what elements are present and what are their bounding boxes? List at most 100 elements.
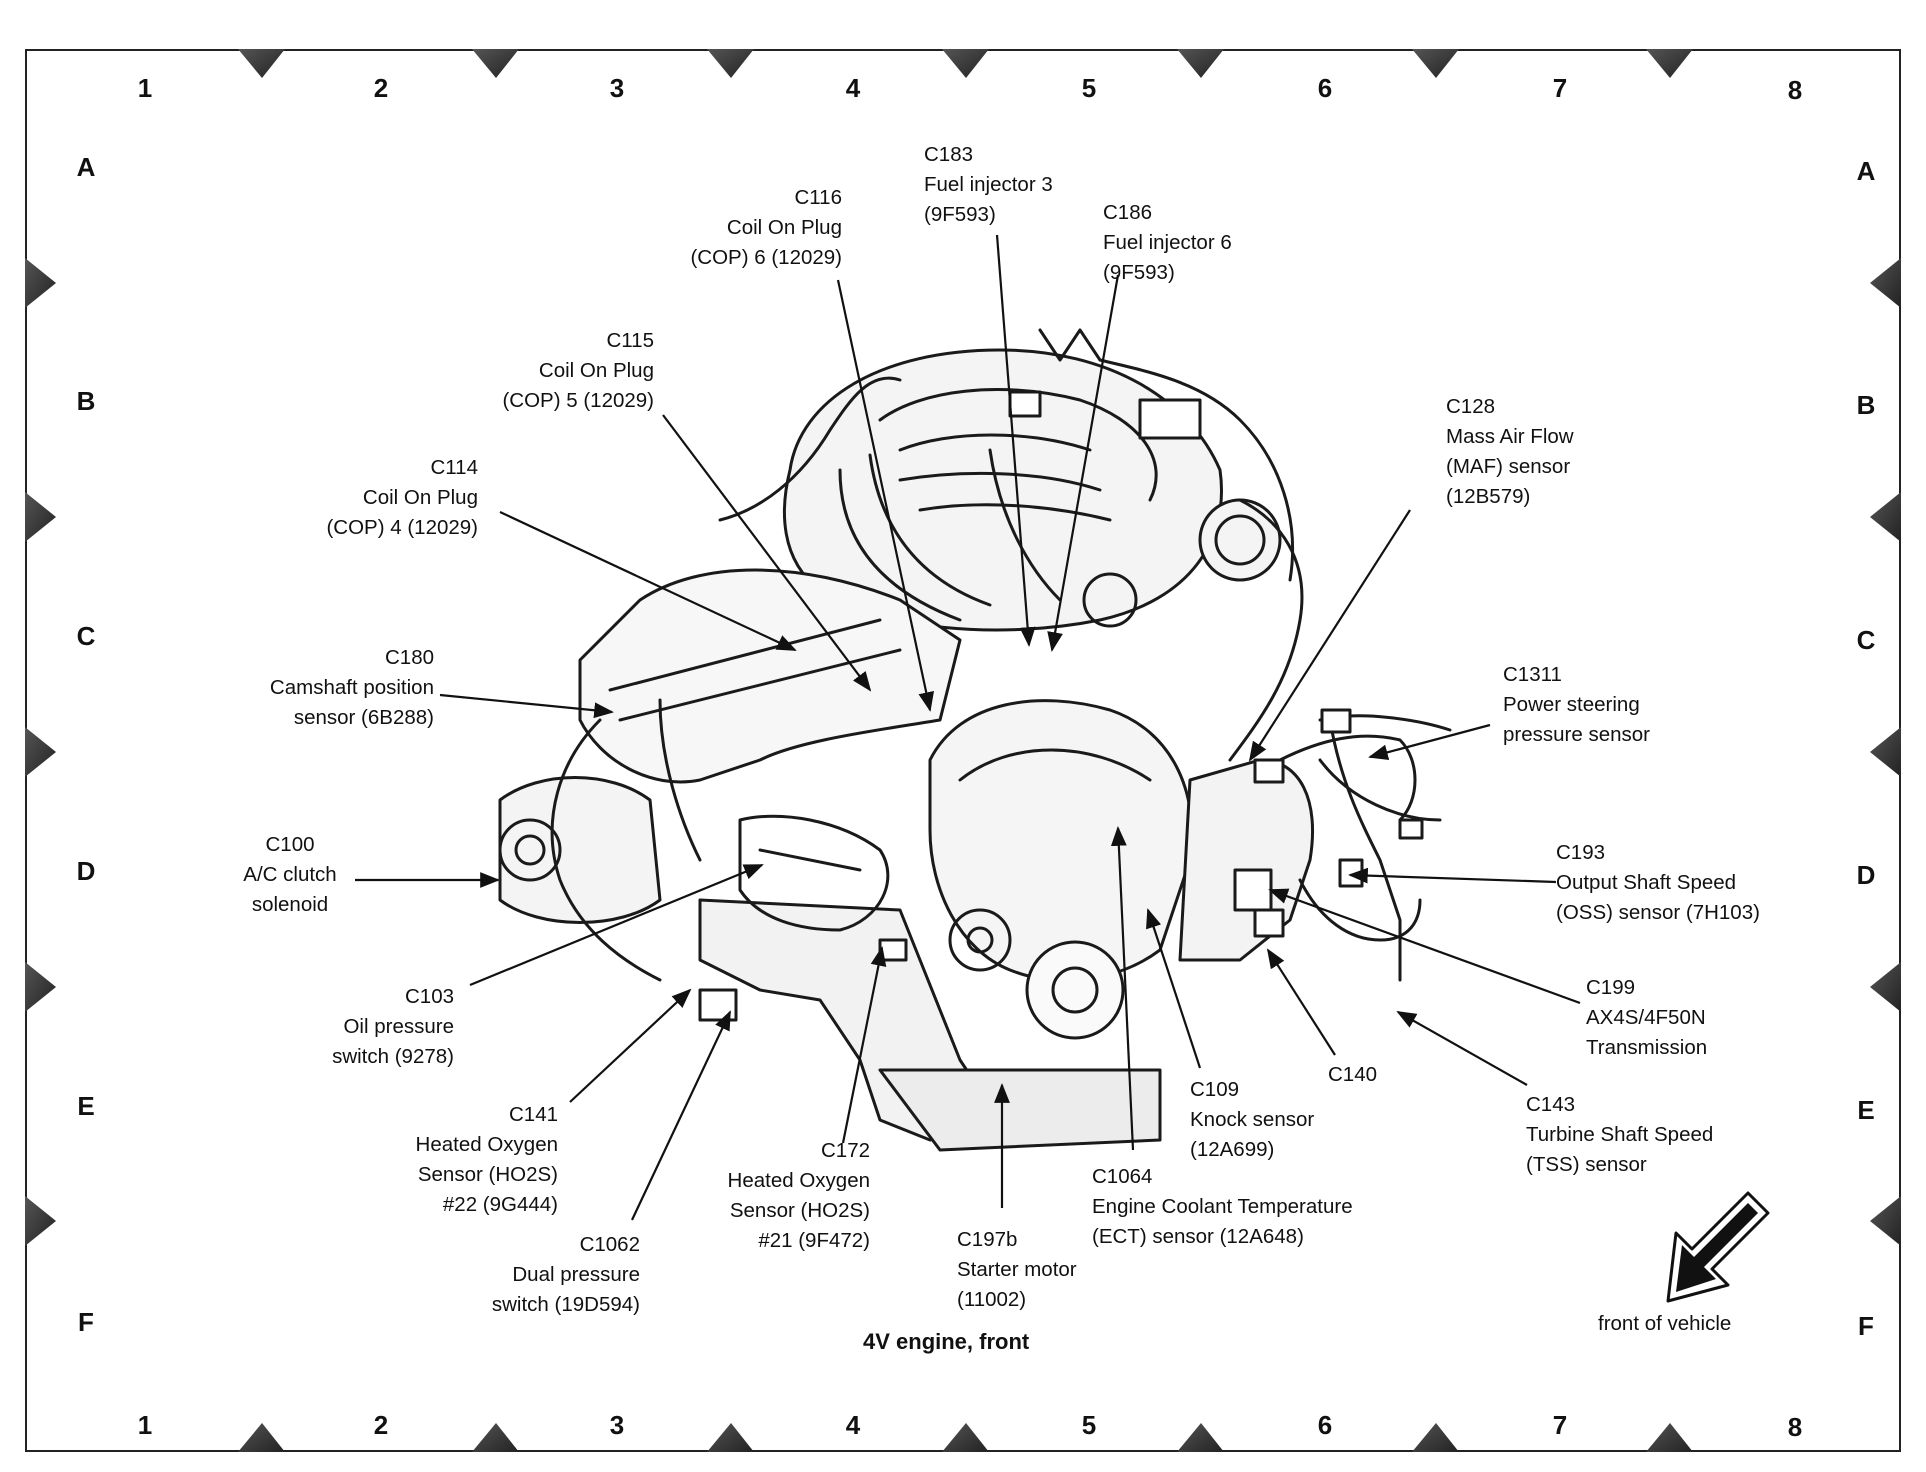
grid-row-label: C — [76, 621, 96, 651]
part-number: (11002) — [957, 1288, 1027, 1311]
connector-code: C109 — [1190, 1078, 1240, 1101]
component-name: Knock sensor — [1190, 1108, 1315, 1131]
grid-col-label: 7 — [1552, 1410, 1568, 1440]
part-number: #22 (9G444) — [442, 1193, 558, 1216]
grid-col-label: 5 — [1081, 73, 1097, 103]
component-name: Heated Oxygen — [415, 1133, 558, 1156]
connector-code: C180 — [384, 646, 434, 669]
grid-col-label: 2 — [373, 1410, 389, 1440]
grid-col-label: 4 — [845, 1410, 861, 1440]
front-of-vehicle-arrow — [1666, 1191, 1770, 1303]
grid-col-label: 8 — [1787, 1412, 1803, 1442]
component-name: Output Shaft Speed — [1556, 871, 1737, 894]
grid-col-label: 2 — [373, 73, 389, 103]
component-name: pressure sensor — [1503, 723, 1650, 746]
component-name: Sensor (HO2S) — [729, 1199, 870, 1222]
grid-col-label: 5 — [1081, 1410, 1097, 1440]
connector-code: C199 — [1586, 976, 1636, 999]
connector-code: C116 — [794, 186, 843, 209]
component-name: Mass Air Flow — [1446, 425, 1574, 448]
component-name: Turbine Shaft Speed — [1526, 1123, 1714, 1146]
part-number: sensor (6B288) — [293, 706, 434, 729]
part-number: (12B579) — [1446, 485, 1531, 508]
part-number: (OSS) sensor (7H103) — [1556, 901, 1760, 924]
grid-col-label: 3 — [609, 73, 625, 103]
callout-c140: C140 — [1328, 1060, 1377, 1090]
component-name: Camshaft position — [269, 676, 434, 699]
callout-c1062: C1062 Dual pressure switch (19D594) — [460, 1230, 640, 1320]
part-number: switch (9278) — [332, 1045, 454, 1068]
connector-code: C114 — [430, 456, 479, 479]
callout-c103: C103 Oil pressure switch (9278) — [300, 982, 454, 1072]
callout-c114: C114 Coil On Plug (COP) 4 (12029) — [240, 453, 478, 543]
callout-c199: C199 AX4S/4F50N Transmission — [1586, 973, 1707, 1063]
component-name: Heated Oxygen — [727, 1169, 870, 1192]
connector-code: C115 — [606, 329, 655, 352]
connector-code: C172 — [820, 1139, 870, 1162]
engine-sketch — [498, 328, 1452, 1152]
component-name: Dual pressure — [512, 1263, 640, 1286]
component-name: A/C clutch — [243, 863, 337, 886]
connector-code: C100 — [265, 833, 315, 856]
grid-col-label: 6 — [1317, 1410, 1333, 1440]
grid-col-label: 1 — [137, 73, 153, 103]
grid-row-label: F — [78, 1307, 94, 1337]
callout-c115: C115 Coil On Plug (COP) 5 (12029) — [420, 326, 654, 416]
callout-c1064: C1064 Engine Coolant Temperature (ECT) s… — [1092, 1162, 1353, 1252]
part-number: switch (19D594) — [491, 1293, 640, 1316]
diagram-caption: 4V engine, front — [863, 1329, 1030, 1354]
part-number: (9F593) — [924, 203, 996, 226]
grid-col-label: 4 — [845, 73, 861, 103]
connector-code: C193 — [1556, 841, 1606, 864]
callout-c100: C100 A/C clutch solenoid — [230, 830, 350, 920]
component-name: Transmission — [1586, 1036, 1708, 1059]
grid-row-label: B — [1856, 390, 1876, 420]
callout-c116: C116 Coil On Plug (COP) 6 (12029) — [600, 183, 842, 273]
grid-row-label: F — [1858, 1311, 1874, 1341]
grid-row-label: B — [76, 386, 96, 416]
callout-c186: C186 Fuel injector 6 (9F593) — [1103, 198, 1232, 288]
callout-c143: C143 Turbine Shaft Speed (TSS) sensor — [1526, 1090, 1713, 1180]
callout-c128: C128 Mass Air Flow (MAF) sensor (12B579) — [1446, 392, 1574, 512]
grid-row-label: D — [1856, 860, 1876, 890]
component-name: Coil On Plug — [362, 486, 478, 509]
connector-code: C1311 — [1503, 663, 1562, 686]
grid-row-label: E — [77, 1091, 95, 1121]
component-name: Coil On Plug — [726, 216, 842, 239]
part-number: (COP) 5 (12029) — [502, 389, 654, 412]
part-number: (TSS) sensor — [1526, 1153, 1647, 1176]
connector-code: C183 — [924, 143, 974, 166]
grid-col-label: 7 — [1552, 73, 1568, 103]
callout-c183: C183 Fuel injector 3 (9F593) — [924, 140, 1053, 230]
callout-c141: C141 Heated Oxygen Sensor (HO2S) #22 (9G… — [390, 1100, 558, 1220]
connector-code: C1062 — [579, 1233, 640, 1256]
component-name: Power steering — [1503, 693, 1640, 716]
callout-c172: C172 Heated Oxygen Sensor (HO2S) #21 (9F… — [700, 1136, 870, 1256]
component-name: Fuel injector 3 — [924, 173, 1053, 196]
connector-code: C141 — [508, 1103, 558, 1126]
component-name: Fuel injector 6 — [1103, 231, 1232, 254]
connector-code: C143 — [1526, 1093, 1576, 1116]
grid-row-label: C — [1856, 625, 1876, 655]
callout-c109: C109 Knock sensor (12A699) — [1190, 1075, 1314, 1165]
grid-col-label: 6 — [1317, 73, 1333, 103]
grid-col-label: 8 — [1787, 75, 1803, 105]
component-name: Oil pressure — [343, 1015, 454, 1038]
part-number: #21 (9F472) — [758, 1229, 870, 1252]
connector-code: C103 — [404, 985, 454, 1008]
callout-c197b: C197b Starter motor (11002) — [957, 1225, 1077, 1315]
front-of-vehicle-label: front of vehicle — [1598, 1312, 1732, 1335]
component-name: Starter motor — [957, 1258, 1077, 1281]
component-name: Coil On Plug — [538, 359, 654, 382]
part-number: (COP) 4 (12029) — [326, 516, 478, 539]
grid-row-label: E — [1857, 1095, 1875, 1125]
grid-col-label: 3 — [609, 1410, 625, 1440]
leader-lines — [355, 234, 1581, 1221]
connector-code: C140 — [1328, 1063, 1378, 1086]
border-markers — [25, 49, 1901, 1452]
component-name: solenoid — [251, 893, 329, 916]
connector-code: C197b — [957, 1228, 1018, 1251]
connector-code: C1064 — [1092, 1165, 1153, 1188]
callout-c180: C180 Camshaft position sensor (6B288) — [240, 643, 434, 733]
